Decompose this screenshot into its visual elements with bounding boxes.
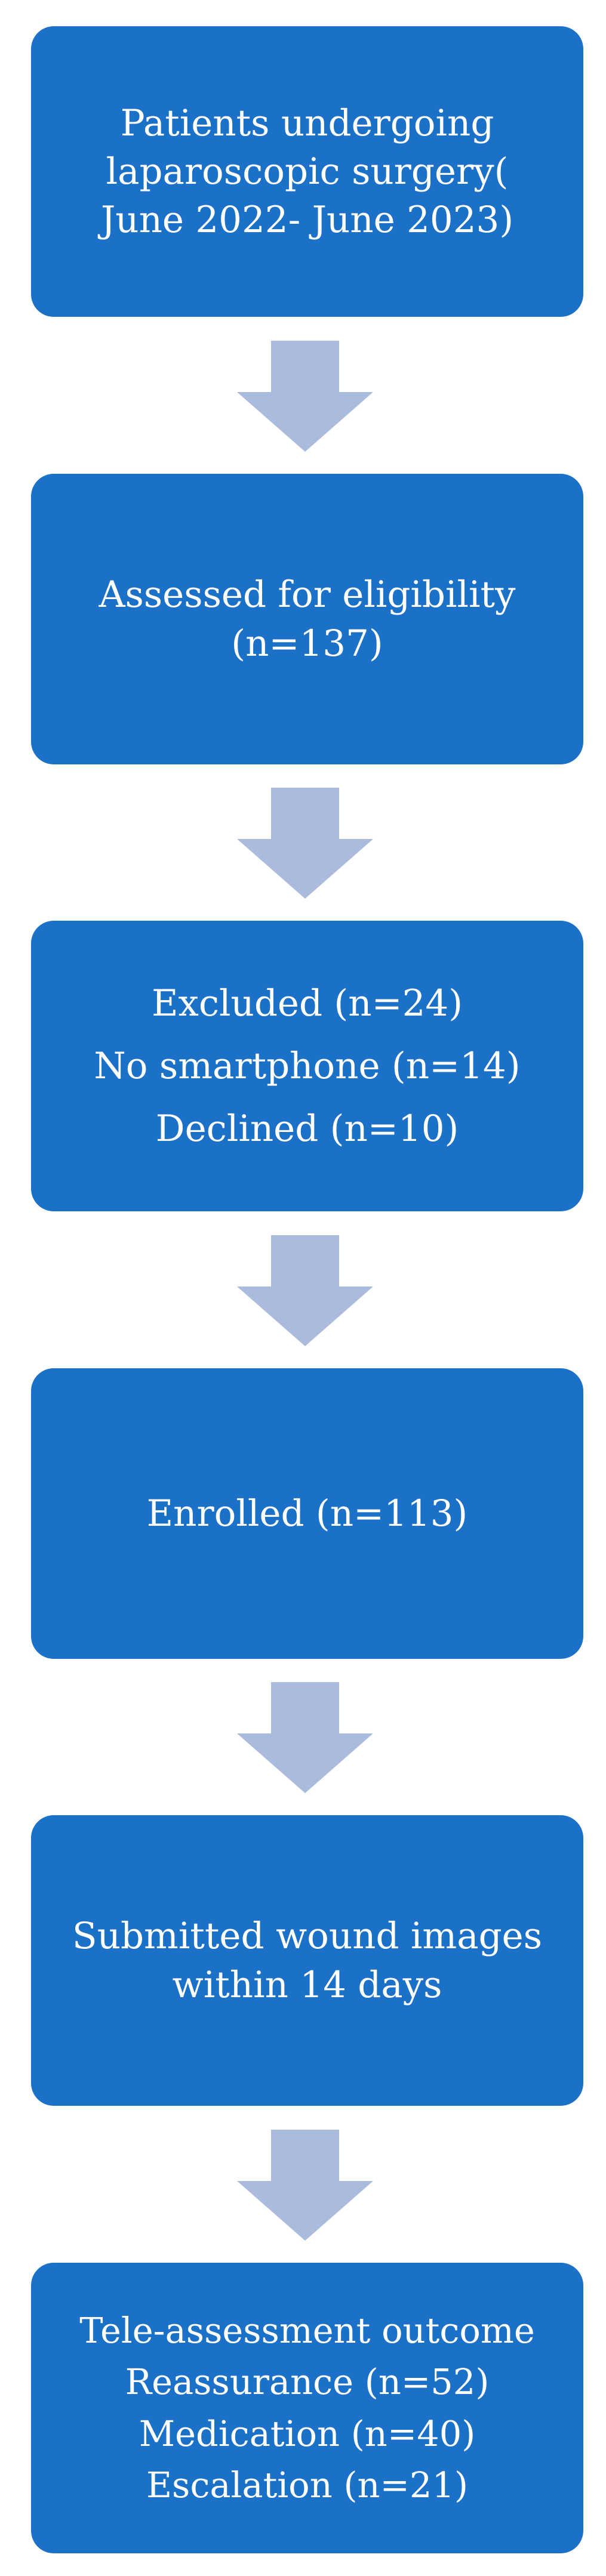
step-eligibility-line-1: Assessed for eligibility — [99, 573, 516, 616]
step-submitted-line-1: Submitted wound images — [72, 1915, 543, 1958]
step-submitted-box: Submitted wound images within 14 days — [31, 1815, 583, 2106]
step-excluded-line-3: Declined (n=10) — [155, 1107, 459, 1150]
step-eligibility-box: Assessed for eligibility (n=137) — [31, 474, 583, 764]
down-arrow-icon — [237, 788, 373, 899]
step-patients-line-3: June 2022- June 2023) — [100, 199, 514, 242]
step-outcome-box: Tele-assessment outcome Reassurance (n=5… — [31, 2263, 583, 2553]
step-patients-line-2: laparoscopic surgery( — [106, 150, 509, 193]
step-outcome-line-1: Tele-assessment outcome — [79, 2309, 535, 2351]
step-eligibility-line-2: (n=137) — [231, 622, 383, 665]
down-arrow-icon — [237, 1682, 373, 1793]
step-excluded-box: Excluded (n=24) No smartphone (n=14) Dec… — [31, 921, 583, 1211]
down-arrow-icon — [237, 2130, 373, 2241]
step-excluded-line-2: No smartphone (n=14) — [94, 1044, 521, 1087]
step-patients-line-1: Patients undergoing — [120, 101, 494, 144]
step-outcome-line-4: Escalation (n=21) — [146, 2464, 468, 2506]
down-arrow-icon — [237, 1235, 373, 1346]
step-outcome-line-3: Medication (n=40) — [139, 2413, 476, 2454]
down-arrow-icon — [237, 341, 373, 452]
step-excluded-line-1: Excluded (n=24) — [151, 982, 463, 1025]
step-outcome-line-2: Reassurance (n=52) — [125, 2361, 490, 2403]
step-enrolled-box: Enrolled (n=113) — [31, 1368, 583, 1659]
step-enrolled-line-1: Enrolled (n=113) — [146, 1492, 468, 1535]
step-patients-box: Patients undergoing laparoscopic surgery… — [31, 26, 583, 317]
step-submitted-line-2: within 14 days — [172, 1963, 442, 2006]
